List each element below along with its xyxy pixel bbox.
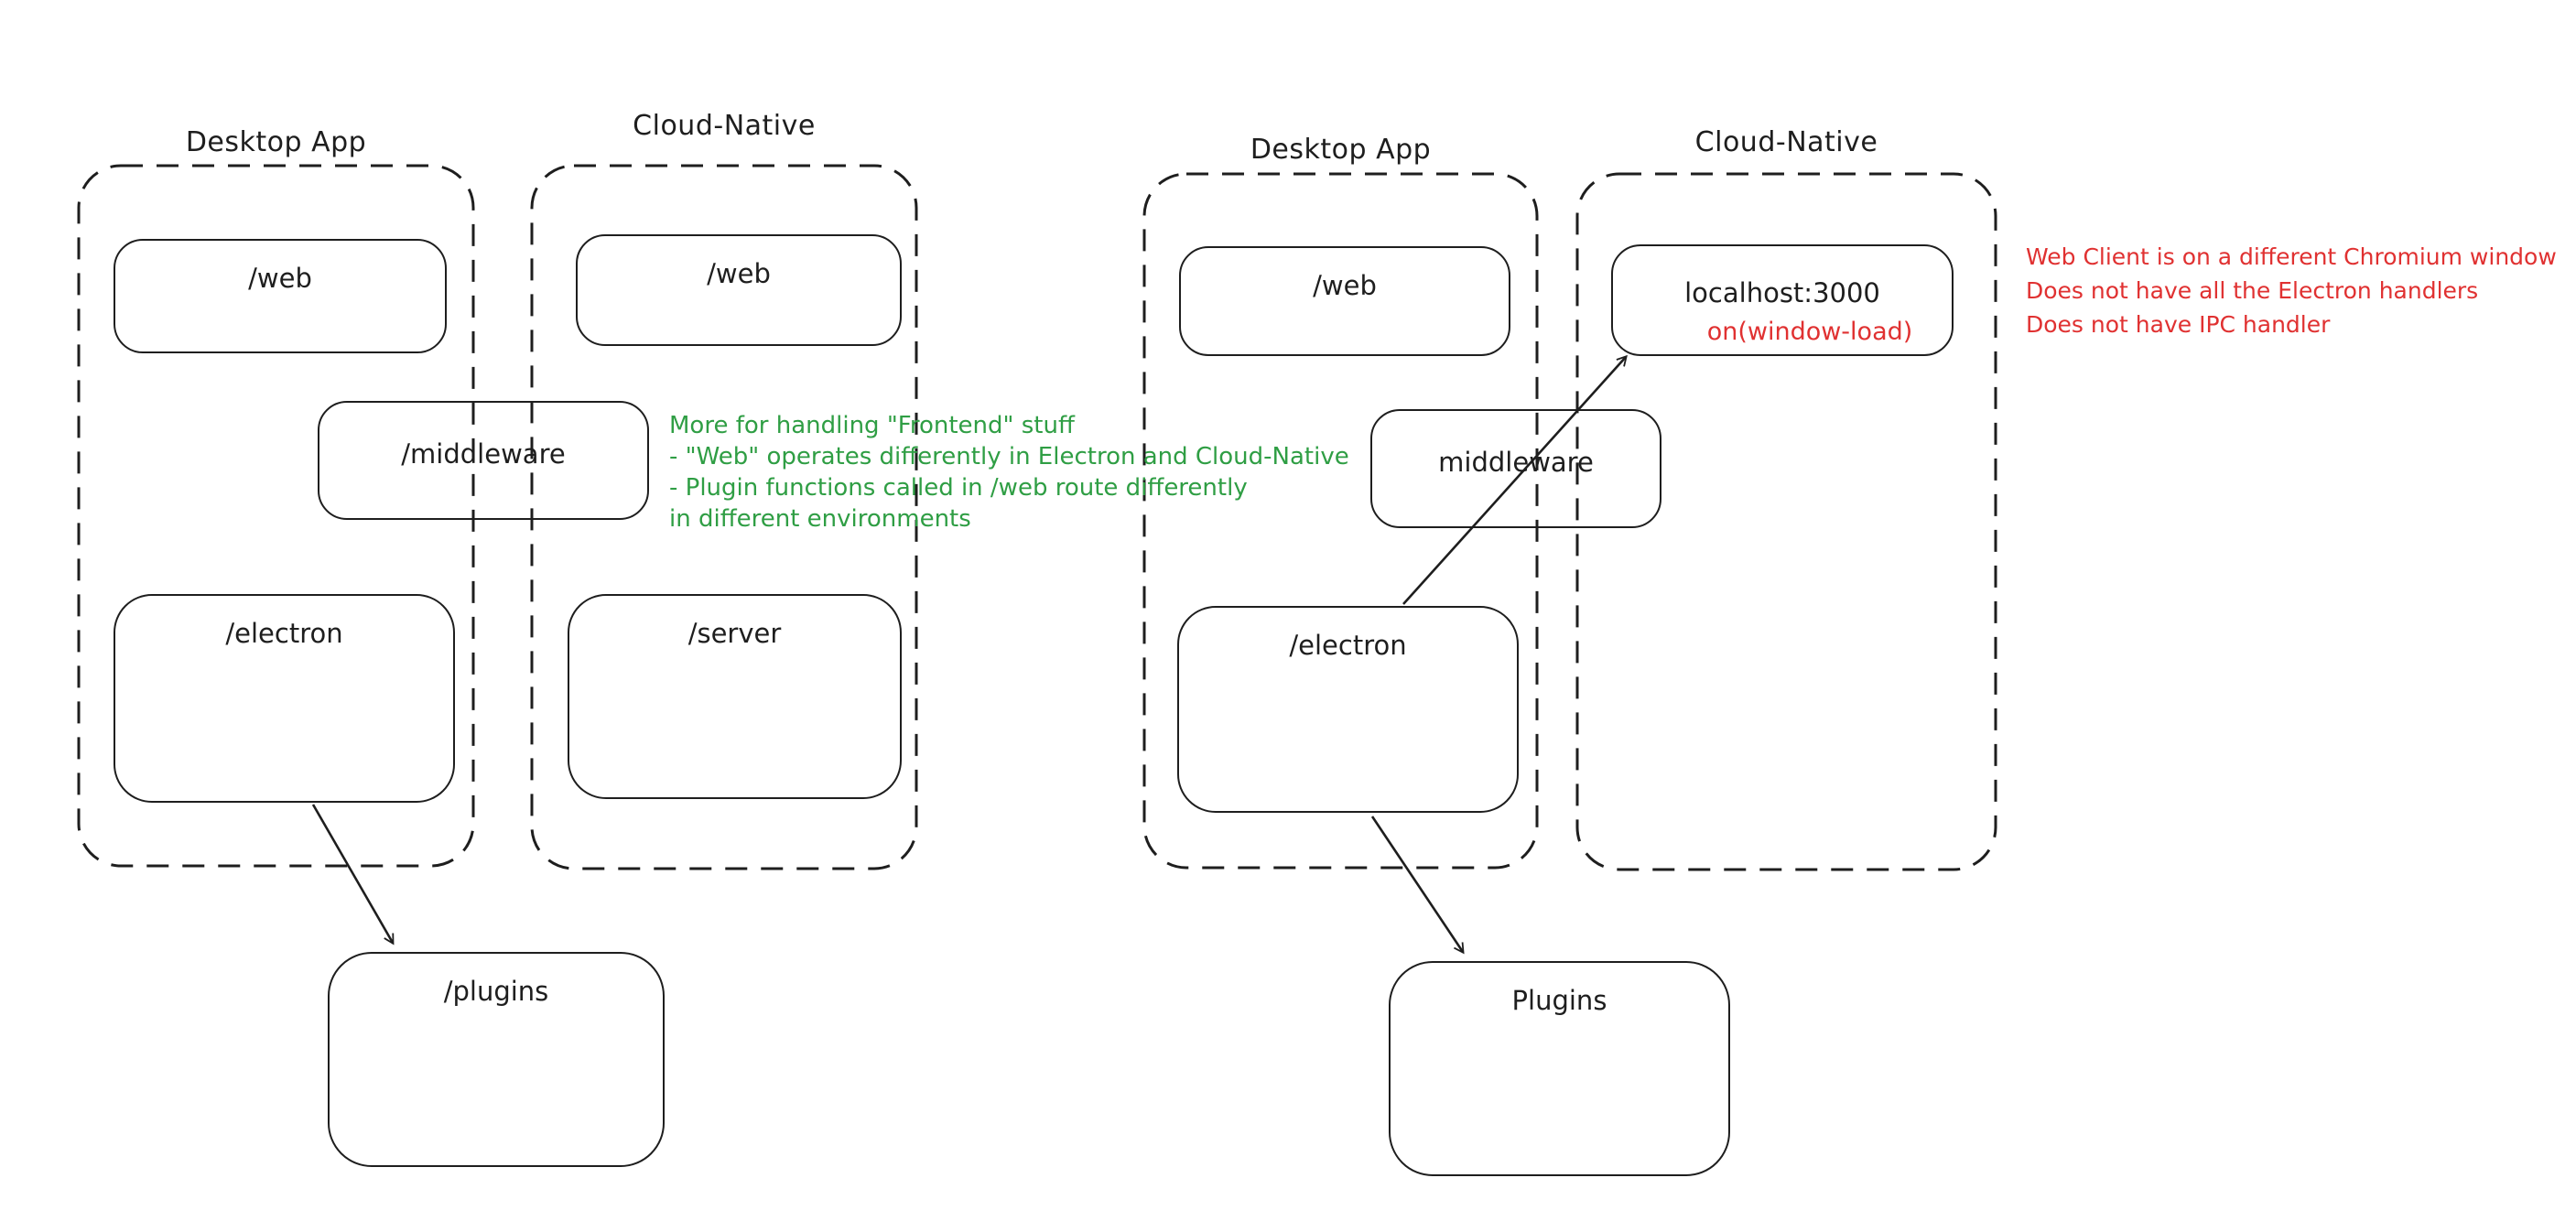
node-electron-left[interactable]: /electron — [114, 594, 455, 803]
annotation-green-line-1: More for handling "Frontend" stuff — [669, 412, 1075, 439]
node-server[interactable]: /server — [568, 594, 902, 799]
annotation-green-line-2: - "Web" operates differently in Electron… — [669, 443, 1349, 470]
node-plugins-right[interactable]: Plugins — [1389, 961, 1730, 1176]
container-desktop-left[interactable] — [77, 164, 475, 868]
node-plugins-right-label: Plugins — [1511, 985, 1607, 1016]
node-web-desktop-left[interactable]: /web — [114, 239, 447, 353]
label-cloud-native-left: Cloud-Native — [633, 110, 816, 142]
annotation-red-line-2: Does not have all the Electron handlers — [2026, 277, 2479, 304]
node-electron-right-label: /electron — [1289, 630, 1407, 661]
node-plugins-left[interactable]: /plugins — [328, 952, 665, 1167]
annotation-green-line-3: - Plugin functions called in /web route … — [669, 474, 1248, 502]
node-web-cloud-left-label: /web — [707, 258, 771, 289]
node-plugins-left-label: /plugins — [443, 976, 549, 1007]
label-cloud-native-right: Cloud-Native — [1694, 126, 1878, 158]
container-cloud-left[interactable] — [530, 164, 918, 870]
label-desktop-app-right: Desktop App — [1250, 134, 1432, 166]
annotation-green[interactable]: More for handling "Frontend" stuff - "We… — [669, 410, 1349, 535]
node-on-window-load-label: on(window-load) — [1706, 317, 1913, 346]
node-middleware-left[interactable]: /middleware — [318, 401, 649, 520]
node-electron-left-label: /electron — [225, 618, 343, 649]
node-middleware-left-label: /middleware — [401, 438, 566, 470]
node-middleware-right-label: middleware — [1438, 447, 1594, 478]
node-web-desktop-left-label: /web — [248, 263, 312, 294]
node-localhost-3000-label: localhost:3000 — [1684, 276, 1880, 308]
node-localhost-3000[interactable]: localhost:3000 on(window-load) — [1611, 244, 1954, 356]
annotation-green-line-4: in different environments — [669, 505, 971, 533]
node-web-right-label: /web — [1313, 270, 1377, 301]
node-electron-right[interactable]: /electron — [1177, 606, 1519, 813]
node-web-right[interactable]: /web — [1179, 246, 1510, 356]
annotation-red[interactable]: Web Client is on a different Chromium wi… — [2026, 240, 2557, 341]
annotation-red-line-1: Web Client is on a different Chromium wi… — [2026, 243, 2557, 270]
node-web-cloud-left[interactable]: /web — [576, 234, 902, 346]
label-desktop-app-left: Desktop App — [185, 126, 367, 158]
node-server-label: /server — [687, 618, 782, 649]
annotation-red-line-3: Does not have IPC handler — [2026, 311, 2331, 338]
node-middleware-right[interactable]: middleware — [1370, 409, 1661, 528]
